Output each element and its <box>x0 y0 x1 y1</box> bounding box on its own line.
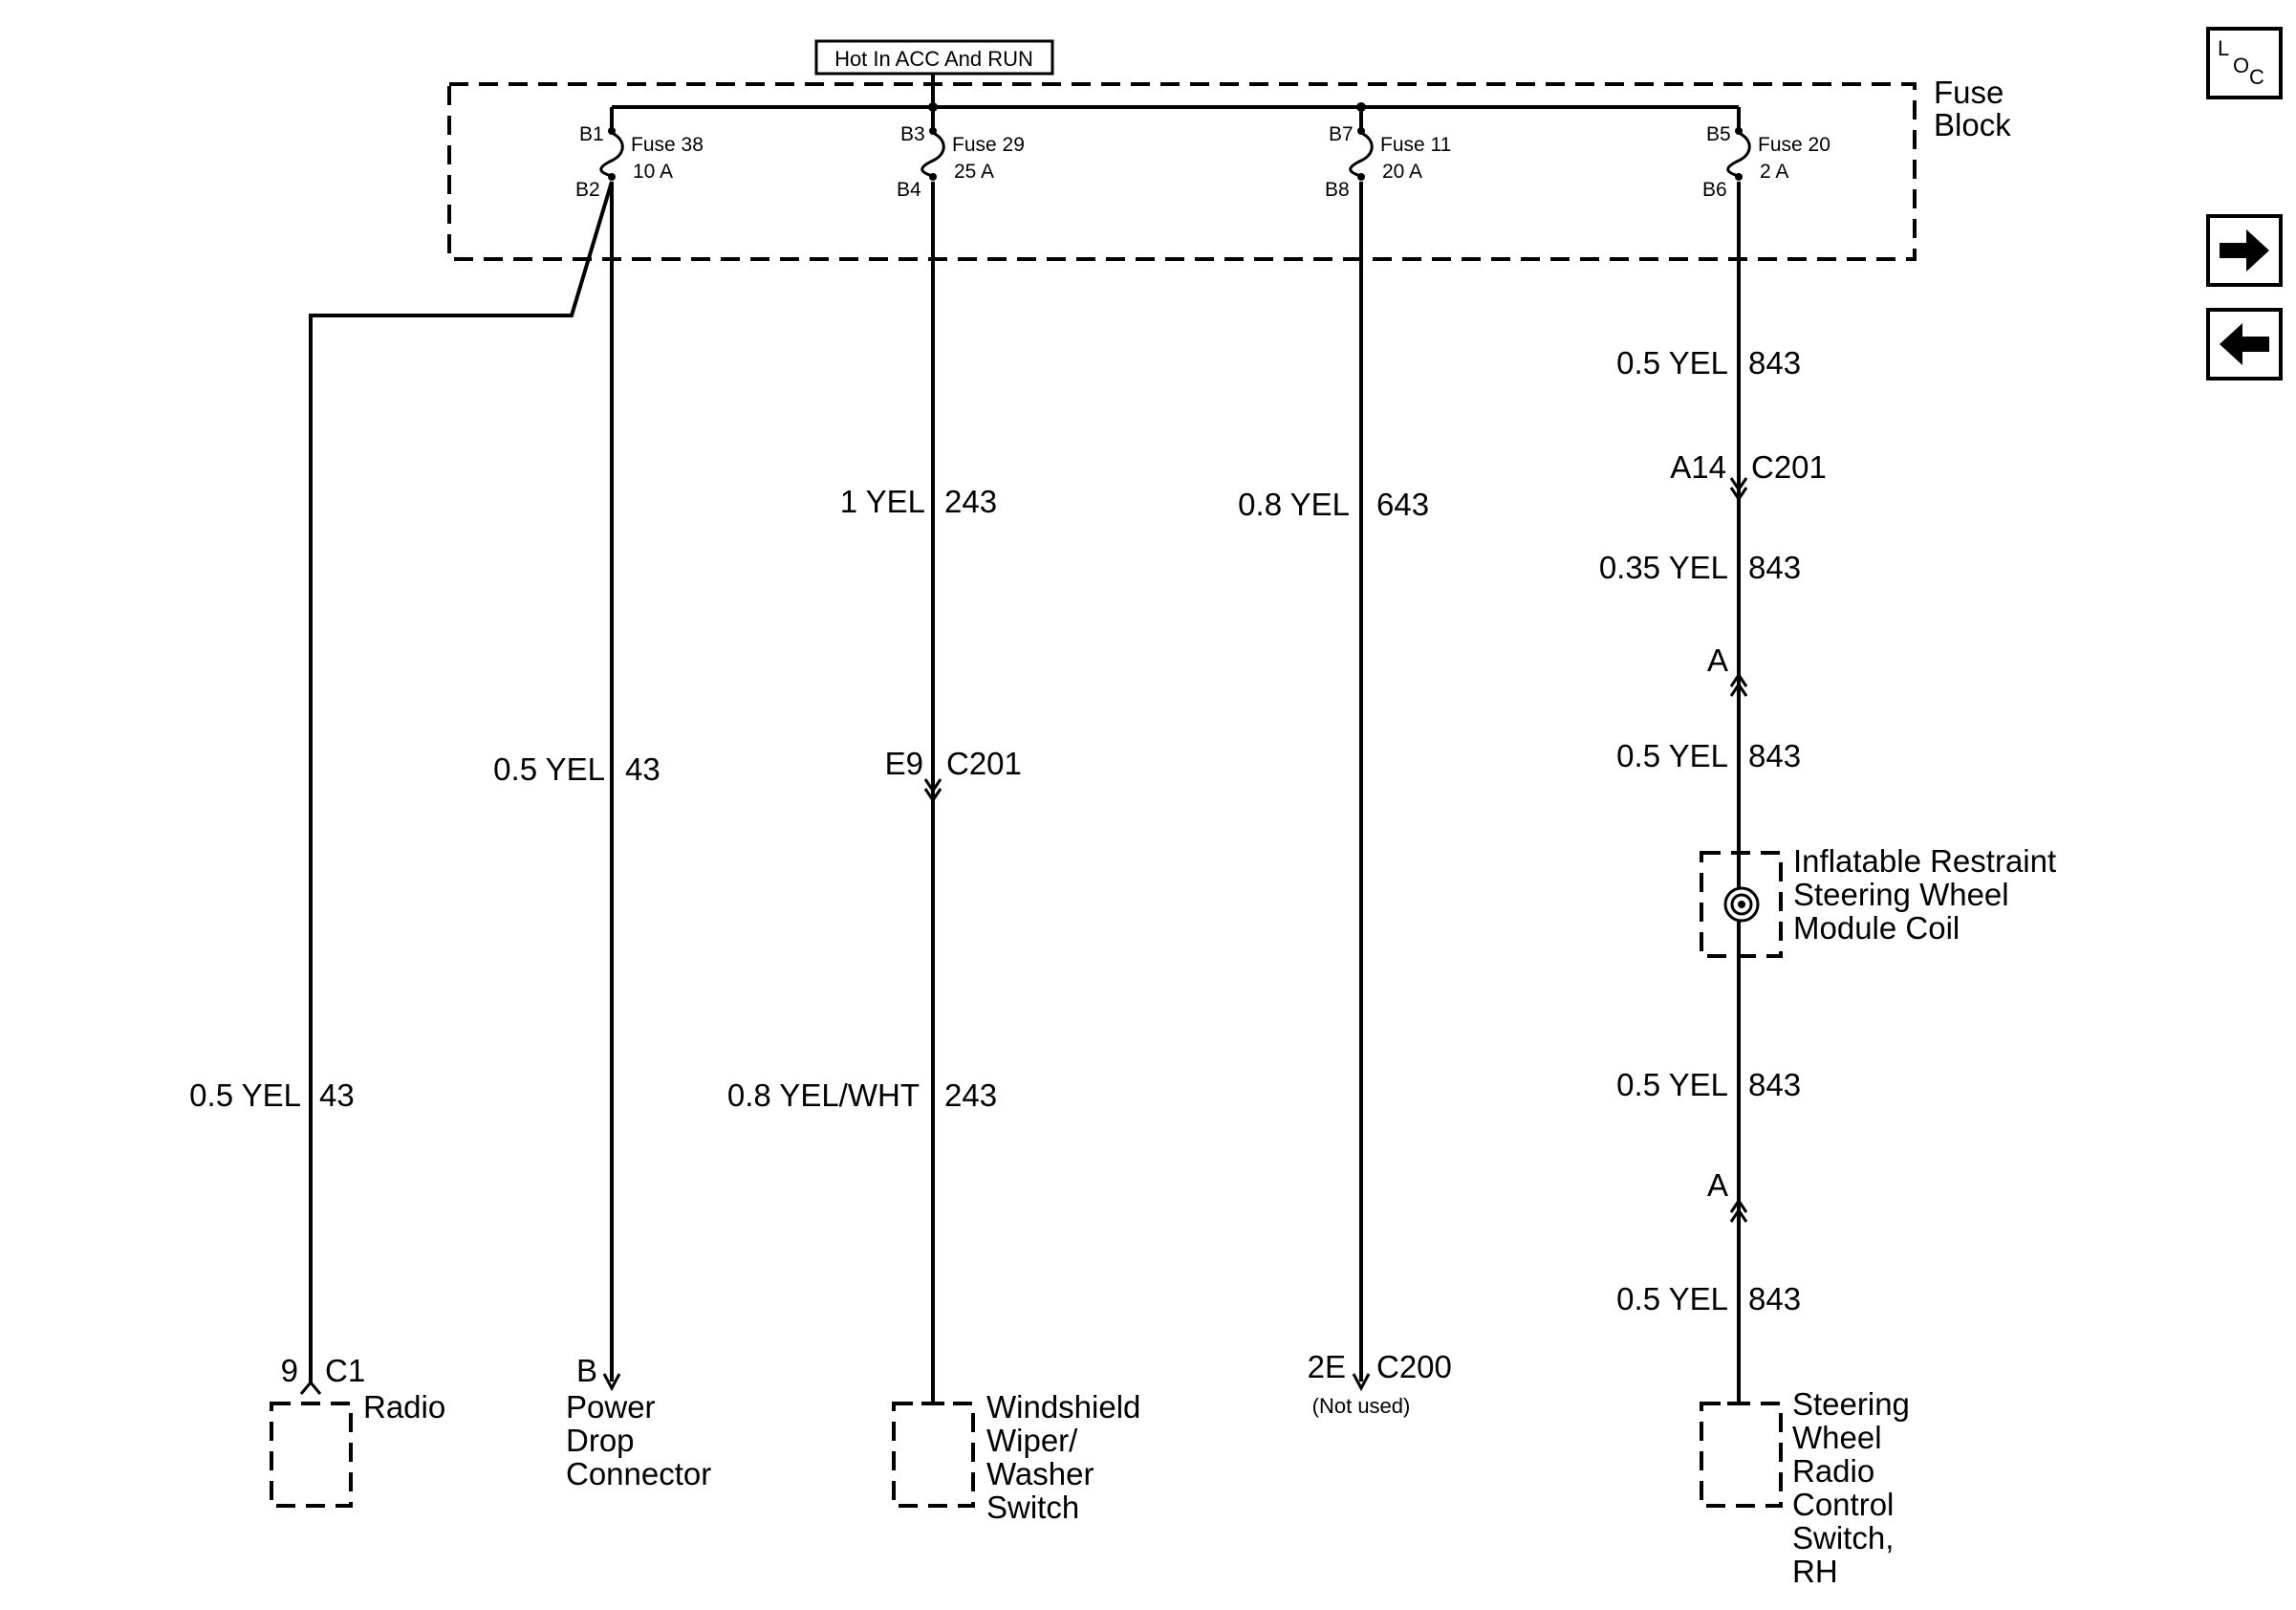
fuse-20: B5 B6 Fuse 20 2 A <box>1702 107 1830 201</box>
fuse-38-rating: 10 A <box>633 161 673 183</box>
pin-b2: B2 <box>575 179 600 201</box>
next-button[interactable] <box>2206 214 2283 287</box>
wiper-label-1: Windshield <box>986 1389 1140 1425</box>
fuse-block-label-2: Block <box>1934 107 2011 142</box>
fuse-38: B1 B2 Fuse 38 10 A <box>575 107 704 201</box>
coil-label-1: Inflatable Restraint <box>1793 843 2056 879</box>
wire-843-circuit-1: 843 <box>1748 345 1801 381</box>
steering-switch-component <box>1700 1402 1783 1508</box>
coil-label-3: Module Coil <box>1793 910 1960 946</box>
fuse-29-rating: 25 A <box>954 161 994 183</box>
fuse-29: B3 B4 Fuse 29 25 A <box>897 107 1025 201</box>
c200-note: (Not used) <box>1312 1394 1411 1418</box>
wire-843-color-2: 0.35 YEL <box>1599 550 1728 585</box>
wire-wiper-color-1: 1 YEL <box>840 484 925 519</box>
steer-label-5: Switch, <box>1792 1520 1894 1556</box>
wiper-label-4: Switch <box>986 1490 1079 1525</box>
c200-name: C200 <box>1376 1349 1452 1384</box>
coil-bottom-connector-symbol <box>1729 1198 1748 1223</box>
arrow-left-icon <box>2220 323 2269 365</box>
wire-843-circuit-3: 843 <box>1748 738 1801 773</box>
wire-power-drop-color: 0.5 YEL <box>493 751 605 787</box>
wire-843-color-3: 0.5 YEL <box>1616 738 1728 773</box>
fuse-block-outline <box>447 82 1917 261</box>
coil-top-connector-symbol <box>1729 672 1748 697</box>
wiper-switch-component <box>892 1402 975 1508</box>
steer-label-3: Radio <box>1792 1453 1874 1489</box>
wire-843-color-1: 0.5 YEL <box>1616 345 1728 381</box>
radio-connector-name: C1 <box>325 1353 365 1388</box>
coil-label-2: Steering Wheel <box>1793 877 2009 912</box>
power-drop-label-2: Drop <box>566 1423 635 1458</box>
steer-label-2: Wheel <box>1792 1420 1882 1455</box>
pin-b5: B5 <box>1706 123 1731 145</box>
loc-letter-l: L <box>2218 36 2229 60</box>
coil-component <box>1700 851 1783 958</box>
fuse-38-name: Fuse 38 <box>631 134 704 156</box>
arrow-right-icon <box>2220 229 2269 272</box>
loc-button[interactable]: L O C <box>2206 27 2283 99</box>
wire-radio-color: 0.5 YEL <box>189 1077 301 1113</box>
radio-label: Radio <box>363 1389 445 1425</box>
c201-wiper-pin: E9 <box>885 746 923 781</box>
fuse-block-label: Fuse <box>1934 75 2004 110</box>
fuse-20-name: Fuse 20 <box>1758 134 1830 156</box>
wire-643-color: 0.8 YEL <box>1238 487 1350 522</box>
wire-43-radio <box>309 181 614 1382</box>
wire-843-circuit-2: 843 <box>1748 550 1801 585</box>
steer-label-6: RH <box>1792 1554 1838 1589</box>
wire-wiper-circuit-1: 243 <box>944 484 997 519</box>
wire-843-circuit-4: 843 <box>1748 1067 1801 1102</box>
wiper-label-2: Wiper/ <box>986 1423 1078 1458</box>
c201-steer-name: C201 <box>1751 449 1827 485</box>
wire-wiper-circuit-2: 243 <box>944 1077 997 1113</box>
wire-843-color-4: 0.5 YEL <box>1616 1067 1728 1102</box>
pin-b6: B6 <box>1702 179 1727 201</box>
fuse-11: B7 B8 Fuse 11 20 A <box>1325 107 1451 201</box>
c201-wiper-name: C201 <box>946 746 1022 781</box>
pin-b8: B8 <box>1325 179 1350 201</box>
wire-643-circuit: 643 <box>1376 487 1429 522</box>
pin-b3: B3 <box>900 123 925 145</box>
fuse-11-name: Fuse 11 <box>1380 134 1451 156</box>
c201-steer-pin: A14 <box>1670 449 1726 485</box>
pin-b1: B1 <box>579 123 604 145</box>
loc-letter-c: C <box>2249 65 2264 89</box>
wiper-label-3: Washer <box>986 1456 1094 1491</box>
coil-top-pin: A <box>1707 642 1728 678</box>
pin-b7: B7 <box>1329 123 1354 145</box>
wire-wiper-color-2: 0.8 YEL/WHT <box>727 1077 920 1113</box>
fuse-20-rating: 2 A <box>1760 161 1788 183</box>
wire-power-drop-circuit: 43 <box>625 751 661 787</box>
wire-843-circuit-5: 843 <box>1748 1281 1801 1316</box>
radio-pin: 9 <box>281 1353 298 1388</box>
fuse-29-name: Fuse 29 <box>952 134 1025 156</box>
prev-button[interactable] <box>2206 308 2283 381</box>
power-drop-arrow <box>602 1373 621 1392</box>
c200-arrow <box>1352 1373 1371 1392</box>
loc-letter-o: O <box>2233 54 2249 77</box>
c200-pin: 2E <box>1308 1349 1346 1384</box>
radio-component <box>270 1402 353 1508</box>
steer-label-1: Steering <box>1792 1386 1910 1422</box>
coil-bottom-pin: A <box>1707 1167 1728 1203</box>
power-drop-pin: B <box>576 1353 597 1388</box>
steer-label-4: Control <box>1792 1487 1894 1522</box>
wire-843-color-5: 0.5 YEL <box>1616 1281 1728 1316</box>
radio-connector-symbol <box>299 1380 322 1395</box>
fuse-11-rating: 20 A <box>1382 161 1422 183</box>
power-drop-label-3: Connector <box>566 1456 711 1491</box>
power-drop-label-1: Power <box>566 1389 656 1425</box>
pin-b4: B4 <box>897 179 921 201</box>
c201-steer-connector-symbol <box>1729 477 1748 502</box>
c201-wiper-connector-symbol <box>923 778 942 803</box>
hot-label: Hot In ACC And RUN <box>834 47 1033 71</box>
wire-radio-circuit: 43 <box>319 1077 355 1113</box>
